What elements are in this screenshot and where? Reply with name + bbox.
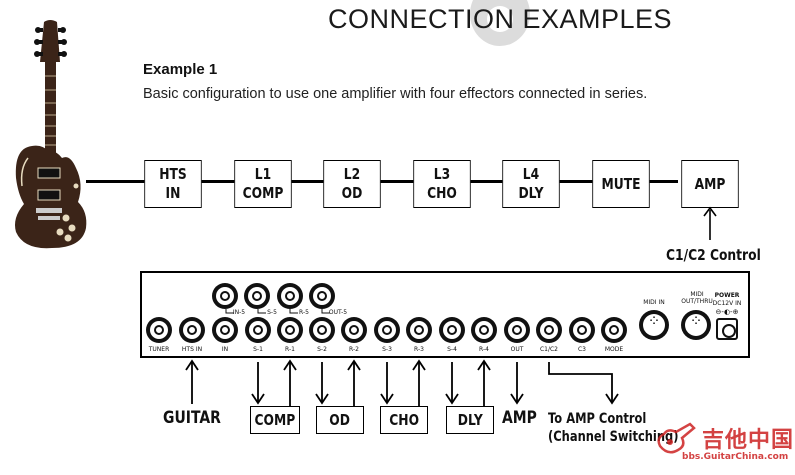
dc-jack-icon	[716, 318, 738, 340]
chain-block-l3-cho: L3 CHO	[413, 160, 471, 208]
jack-label-out: OUT	[510, 346, 524, 353]
chain-block-label: L3	[433, 165, 451, 183]
chain-block-sublabel: OD	[341, 184, 363, 202]
jack-label-out-5: OUT-5	[328, 309, 348, 316]
chain-block-label: HTS	[159, 165, 187, 183]
jack-label-hts-in: HTS IN	[181, 346, 203, 353]
effect-box-cho: CHO	[380, 406, 428, 434]
jack-s-3	[374, 317, 400, 343]
jack-in-5	[212, 283, 238, 309]
effect-label: COMP	[254, 411, 296, 429]
chain-block-l4-dly: L4 DLY	[502, 160, 560, 208]
jack-label-tuner: TUNER	[148, 346, 170, 353]
effect-box-od: OD	[316, 406, 364, 434]
jack-c1c2	[536, 317, 562, 343]
jack-label-s-5: S-5	[267, 309, 277, 316]
jack-in	[212, 317, 238, 343]
jack-label-r-1: R-1	[285, 346, 295, 353]
guitar-label: GUITAR	[163, 408, 221, 428]
jack-label-in-5: IN-5	[232, 309, 246, 316]
amp-label: AMP	[502, 408, 537, 428]
chain-block-sublabel: COMP	[242, 184, 284, 202]
chain-block-label: L4	[522, 165, 540, 183]
din-connector-icon	[639, 310, 669, 340]
power-title: POWER	[714, 292, 740, 299]
electric-guitar-icon	[15, 20, 87, 249]
power-polarity: ⊖-◐-⊕	[715, 308, 739, 316]
jack-r-1	[277, 317, 303, 343]
effect-label: DLY	[457, 411, 483, 429]
watermark-text: 吉他中国	[702, 428, 795, 453]
chain-block-sublabel: DLY	[518, 184, 544, 202]
jack-label-r-5: R-5	[299, 309, 309, 316]
jack-label-s-3: S-3	[382, 346, 392, 353]
chain-block-hts-in: HTS IN	[144, 160, 202, 208]
amp-control-line2: (Channel Switching)	[548, 429, 679, 445]
chain-block-l2-od: L2 OD	[323, 160, 381, 208]
jack-hts-in	[179, 317, 205, 343]
signal-chain-line	[86, 180, 678, 183]
amp-control-line1: To AMP Control	[548, 411, 647, 427]
jack-s-5	[244, 283, 270, 309]
jack-label-s-4: S-4	[447, 346, 457, 353]
effect-box-dly: DLY	[446, 406, 494, 434]
watermark-url: bbs.GuitarChina.com	[682, 452, 789, 462]
jack-label-c1c2: C1/C2	[539, 346, 559, 353]
jack-s-4	[439, 317, 465, 343]
chain-block-label: L2	[343, 165, 361, 183]
effect-label: CHO	[389, 411, 419, 429]
chain-block-amp: AMP	[681, 160, 739, 208]
jack-tuner	[146, 317, 172, 343]
jack-label-s-2: S-2	[317, 346, 327, 353]
loop5-bracket	[225, 309, 330, 314]
jack-label-r-4: R-4	[479, 346, 489, 353]
example-description: Basic configuration to use one amplifier…	[143, 86, 648, 102]
jack-r-3	[406, 317, 432, 343]
page-title: CONNECTION EXAMPLES	[327, 4, 673, 34]
jack-label-r-3: R-3	[414, 346, 424, 353]
jack-label-s-1: S-1	[253, 346, 263, 353]
chain-block-label: AMP	[694, 174, 726, 193]
midi-in-label: MIDI IN	[643, 299, 665, 306]
chain-block-label: L1	[254, 165, 272, 183]
midi-out-label: MIDI OUT/THRU	[681, 291, 713, 305]
chain-block-label: MUTE	[601, 174, 641, 193]
control-label: C1/C2 Control	[666, 246, 761, 264]
jack-s-1	[245, 317, 271, 343]
jack-out-5	[309, 283, 335, 309]
jack-label-mode: MODE	[604, 346, 624, 353]
jack-label-c3: C3	[577, 346, 586, 353]
guitar-logo-icon	[657, 422, 696, 454]
chain-block-sublabel: CHO	[427, 184, 457, 202]
power-spec: DC12V IN	[712, 300, 742, 307]
jack-r-2	[341, 317, 367, 343]
jack-out	[504, 317, 530, 343]
jack-s-2	[309, 317, 335, 343]
amp-control-label: To AMP Control (Channel Switching)	[548, 410, 679, 446]
example-heading: Example 1	[143, 61, 218, 78]
chain-block-l1-comp: L1 COMP	[234, 160, 292, 208]
jack-label-r-2: R-2	[349, 346, 359, 353]
din-connector-icon	[681, 310, 711, 340]
chain-block-mute: MUTE	[592, 160, 650, 208]
effect-box-comp: COMP	[250, 406, 300, 434]
control-arrow	[703, 206, 717, 240]
jack-label-in: IN	[221, 346, 229, 353]
jack-mode	[601, 317, 627, 343]
chain-block-sublabel: IN	[165, 184, 181, 202]
section-number-watermark	[470, 0, 530, 46]
jack-r-4	[471, 317, 497, 343]
jack-r-5	[277, 283, 303, 309]
effect-label: OD	[329, 411, 351, 429]
jack-c3	[569, 317, 595, 343]
